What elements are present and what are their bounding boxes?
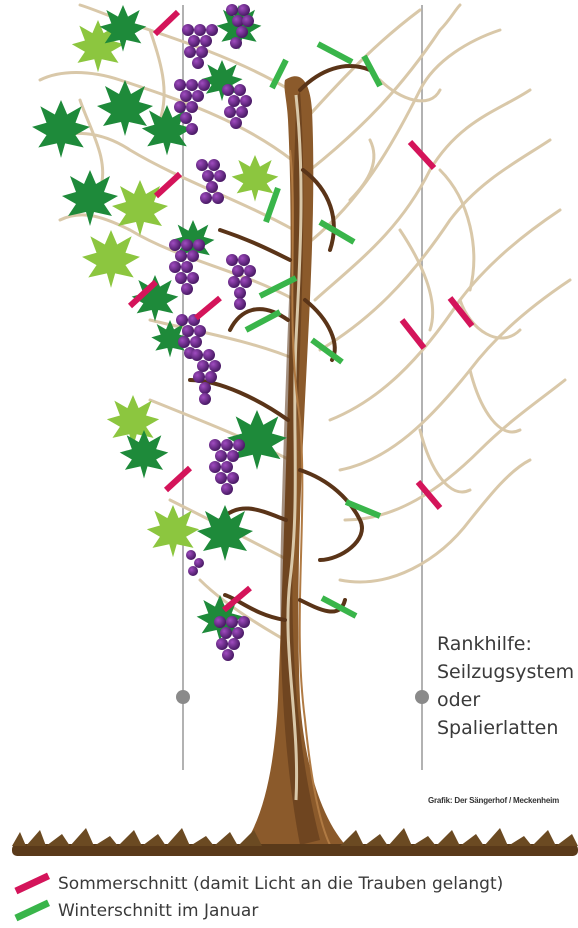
winter-cut-mark [322, 598, 356, 616]
winter-cut-mark [318, 44, 352, 62]
grape-cluster [209, 439, 245, 495]
summer-cut-mark [156, 174, 180, 196]
summer-cut-mark [402, 320, 424, 348]
leaf [32, 100, 90, 158]
leaf [232, 155, 279, 202]
support-anchor-right [415, 690, 429, 704]
legend-label-summer-cut: Sommerschnitt (damit Licht an die Traube… [58, 874, 503, 894]
support-label-line-2: Seilzugsystem [437, 658, 574, 686]
grape-cluster [222, 84, 252, 129]
grape-cluster [191, 349, 221, 405]
grape-cluster [182, 24, 218, 69]
support-label-line-3: oder [437, 686, 574, 714]
leaf [147, 505, 199, 557]
support-anchor-left [176, 690, 190, 704]
image-credit: Grafik: Der Sängerhof / Meckenheim [428, 796, 559, 805]
winter-cut-mark [364, 56, 380, 86]
summer-cut-mark [166, 468, 190, 490]
winter-cut-mark [320, 222, 354, 242]
support-label-line-1: Rankhilfe: [437, 630, 574, 658]
leaf [120, 430, 169, 479]
leaf [112, 180, 168, 236]
summer-cut-mark [155, 12, 178, 34]
legend-label-winter-cut: Winterschnitt im Januar [58, 901, 258, 921]
grape-cluster [196, 159, 226, 204]
grape-cluster [226, 254, 256, 310]
summer-cut-mark [196, 298, 220, 318]
winter-cut-mark [246, 312, 280, 330]
leaf [82, 230, 140, 288]
winter-cut-marks [246, 44, 380, 616]
support-label: Rankhilfe: Seilzugsystem oder Spalierlat… [437, 630, 574, 742]
support-label-line-4: Spalierlatten [437, 714, 574, 742]
grape-cluster [169, 239, 205, 295]
winter-cut-mark [312, 340, 342, 362]
grape-clusters [169, 4, 256, 661]
leaf [197, 505, 253, 561]
grape-cluster [186, 550, 204, 576]
